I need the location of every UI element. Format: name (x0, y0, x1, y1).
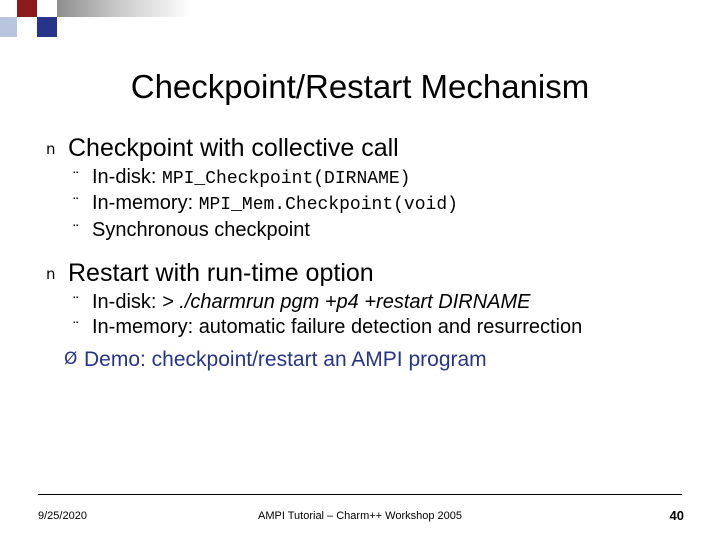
demo-text: Demo: checkpoint/restart an AMPI program (84, 347, 487, 371)
slide-footer: 9/25/2020 AMPI Tutorial – Charm++ Worksh… (0, 508, 720, 528)
bullet-item-level1: n Checkpoint with collective call (38, 134, 688, 163)
footer-date: 9/25/2020 (38, 510, 87, 522)
bullet-item-level2: ¨ Synchronous checkpoint (38, 218, 688, 242)
deco-square-white-2 (37, 0, 57, 17)
bullet-item-level2: ¨ In-memory: automatic failure detection… (38, 315, 688, 339)
sub-item-text: In-disk: > ./charmrun pgm +p4 +restart D… (92, 290, 531, 314)
section-heading: Restart with run-time option (68, 258, 374, 287)
spacer (38, 243, 688, 255)
sub-item-text: In-disk: MPI_Checkpoint(DIRNAME) (92, 165, 410, 191)
sub-item-label: In-memory: (92, 192, 199, 215)
bullet-item-level2: ¨ In-disk: > ./charmrun pgm +p4 +restart… (38, 290, 688, 314)
hollow-square-bullet-icon: ¨ (72, 318, 80, 337)
section-heading: Checkpoint with collective call (68, 134, 399, 162)
arrow-bullet-icon: Ø (64, 348, 78, 369)
sub-item-code: MPI_Checkpoint(DIRNAME) (162, 168, 411, 189)
sub-item-text: Synchronous checkpoint (92, 218, 310, 241)
sub-item-text: In-memory: automatic failure detection a… (92, 315, 582, 339)
square-bullet-icon: n (46, 264, 56, 283)
sub-item-label: In-memory: (92, 315, 199, 338)
sub-item-label: In-disk: (92, 165, 163, 188)
bullet-item-level2: ¨ In-memory: MPI_Mem.Checkpoint(void) (38, 191, 688, 217)
hollow-square-bullet-icon: ¨ (72, 293, 80, 312)
footer-divider (38, 494, 682, 495)
deco-square-red (17, 0, 37, 17)
deco-gradient-bar (57, 0, 190, 17)
footer-center-text: AMPI Tutorial – Charm++ Workshop 2005 (257, 510, 462, 522)
bullet-item-level2: ¨ In-disk: MPI_Checkpoint(DIRNAME) (38, 165, 688, 191)
hollow-square-bullet-icon: ¨ (72, 168, 80, 187)
slide-body: n Checkpoint with collective call ¨ In-d… (38, 130, 688, 373)
footer-page-number: 40 (669, 508, 684, 523)
bullet-item-level1: n Restart with run-time option (38, 259, 688, 288)
deco-square-lightblue (0, 17, 17, 37)
hollow-square-bullet-icon: ¨ (72, 195, 80, 214)
square-bullet-icon: n (46, 140, 56, 158)
deco-square-white-1 (0, 0, 17, 17)
hollow-square-bullet-icon: ¨ (72, 221, 80, 240)
sub-item-label: In-disk: (92, 290, 163, 313)
spacer (38, 340, 688, 346)
slide-title: Checkpoint/Restart Mechanism (130, 68, 590, 105)
bullet-item-demo: Ø Demo: checkpoint/restart an AMPI progr… (38, 347, 688, 372)
sub-item-code: MPI_Mem.Checkpoint(void) (198, 195, 458, 216)
decorative-color-blocks (0, 0, 190, 40)
sub-item-command: > ./charmrun pgm +p4 +restart DIRNAME (162, 290, 531, 313)
sub-item-description: automatic failure detection and resurrec… (198, 315, 583, 338)
deco-square-blue (37, 17, 57, 37)
sub-item-text: In-memory: MPI_Mem.Checkpoint(void) (92, 191, 458, 217)
deco-square-white-3 (17, 17, 37, 37)
